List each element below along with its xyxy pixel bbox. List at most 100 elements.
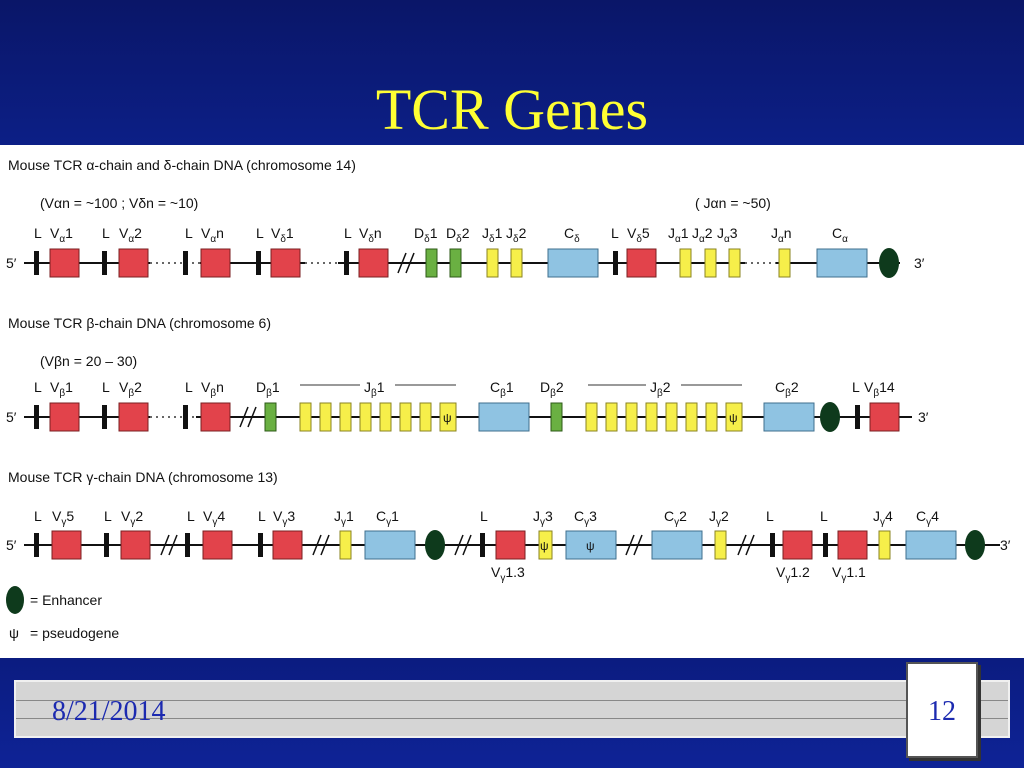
leader-segment	[183, 251, 188, 275]
svg-text:Jγ2: Jγ2	[709, 508, 729, 528]
svg-text:L: L	[34, 508, 42, 524]
title-band	[0, 0, 1024, 145]
svg-text:Vγ1.2: Vγ1.2	[776, 564, 810, 584]
c-beta2-segment	[763, 402, 815, 432]
j-beta-segment	[705, 402, 718, 432]
enhancer-icon	[820, 402, 840, 432]
j-beta-segment	[359, 402, 372, 432]
leader-segment	[34, 533, 39, 557]
gamma-heading: Mouse TCR γ-chain DNA (chromosome 13)	[8, 469, 278, 485]
svg-text:Vβn: Vβn	[201, 379, 224, 399]
j-gamma1-segment	[339, 530, 352, 560]
legend-enhancer: = Enhancer	[30, 592, 102, 608]
j-beta-segment	[665, 402, 678, 432]
d-delta2-segment	[449, 248, 462, 278]
svg-text:Cγ4: Cγ4	[916, 508, 939, 528]
v-beta14-segment	[869, 402, 900, 432]
svg-text:Jα2: Jα2	[692, 225, 713, 245]
v-gamma1-1-segment	[837, 530, 868, 560]
svg-text:Cγ3: Cγ3	[574, 508, 597, 528]
svg-text:L: L	[185, 379, 193, 395]
alpha-delta-note-left: (Vαn = ~100 ; Vδn = ~10)	[40, 195, 198, 211]
svg-text:Vγ3: Vγ3	[273, 508, 295, 528]
enhancer-icon	[879, 248, 899, 278]
v-gamma1-2-segment	[782, 530, 813, 560]
leader-segment	[823, 533, 828, 557]
svg-text:Jα3: Jα3	[717, 225, 738, 245]
svg-text:Jγ4: Jγ4	[873, 508, 893, 528]
svg-text:L: L	[187, 508, 195, 524]
j-gamma3-pseudogene-segment	[538, 530, 553, 560]
j-alpha1-segment	[679, 248, 692, 278]
footer-bar	[14, 680, 1010, 738]
j-alpha-n-segment	[778, 248, 791, 278]
leader-segment	[34, 405, 39, 429]
j-beta-segment	[399, 402, 412, 432]
svg-text:L: L	[102, 225, 110, 241]
svg-text:Vα1: Vα1	[50, 225, 73, 245]
svg-text:Vα2: Vα2	[119, 225, 142, 245]
leader-segment	[855, 405, 860, 429]
v-alpha2-segment	[118, 248, 149, 278]
v-beta1-segment	[49, 402, 80, 432]
svg-text:L: L	[611, 225, 619, 241]
svg-text:L: L	[185, 225, 193, 241]
v-gamma5-segment	[51, 530, 82, 560]
enhancer-icon	[965, 530, 985, 560]
svg-text:Vδ1: Vδ1	[271, 225, 294, 245]
leader-segment	[770, 533, 775, 557]
leader-segment	[258, 533, 263, 557]
beta-3prime-label: 3′	[918, 409, 929, 425]
svg-text:Dδ1: Dδ1	[414, 225, 438, 245]
alpha-delta-note-right: ( Jαn = ~50)	[695, 195, 771, 211]
svg-text:Vγ2: Vγ2	[121, 508, 143, 528]
j-gamma4-segment	[878, 530, 891, 560]
v-gamma2-segment	[120, 530, 151, 560]
leader-segment	[104, 533, 109, 557]
svg-text:Cδ: Cδ	[564, 225, 580, 245]
j-beta-segment	[605, 402, 618, 432]
svg-text:L: L	[102, 379, 110, 395]
svg-text:Vβ14: Vβ14	[864, 379, 895, 399]
c-delta-segment	[547, 248, 599, 278]
j-beta-pseudogene-segment	[725, 402, 743, 432]
svg-text:Vγ1.3: Vγ1.3	[491, 564, 525, 584]
tcr-gene-figure: Mouse TCR α-chain and δ-chain DNA (chrom…	[0, 145, 1024, 658]
leader-segment	[185, 533, 190, 557]
svg-text:Jγ1: Jγ1	[334, 508, 354, 528]
d-delta1-segment	[425, 248, 438, 278]
beta-heading: Mouse TCR β-chain DNA (chromosome 6)	[8, 315, 271, 331]
gamma-5prime-label: 5′	[6, 537, 17, 553]
v-beta2-segment	[118, 402, 149, 432]
enhancer-legend-icon	[6, 586, 24, 614]
beta-note-left: (Vβn = 20 – 30)	[40, 353, 137, 369]
pseudogene-legend-icon: ψ	[9, 625, 19, 641]
svg-text:L: L	[480, 508, 488, 524]
pseudogene-icon: ψ	[443, 411, 452, 425]
svg-text:Dδ2: Dδ2	[446, 225, 470, 245]
svg-text:L: L	[104, 508, 112, 524]
svg-text:L: L	[852, 379, 860, 395]
leader-segment	[183, 405, 188, 429]
svg-text:L: L	[820, 508, 828, 524]
leader-segment	[344, 251, 349, 275]
svg-text:L: L	[344, 225, 352, 241]
d-beta1-segment	[264, 402, 277, 432]
v-delta-n-segment	[358, 248, 389, 278]
pseudogene-icon: ψ	[540, 539, 549, 553]
c-beta1-segment	[478, 402, 530, 432]
tcr-gene-diagram: Mouse TCR α-chain and δ-chain DNA (chrom…	[6, 157, 1011, 641]
v-alpha-n-segment	[200, 248, 231, 278]
j-beta1-cluster: ψ	[299, 402, 457, 432]
svg-text:Dβ2: Dβ2	[540, 379, 564, 399]
svg-text:Vδ5: Vδ5	[627, 225, 650, 245]
v-delta1-segment	[270, 248, 301, 278]
c-gamma1-segment	[364, 530, 416, 560]
svg-text:Cγ2: Cγ2	[664, 508, 687, 528]
leader-segment	[480, 533, 485, 557]
c-gamma3-pseudogene-segment	[565, 530, 617, 560]
d-beta2-segment	[550, 402, 563, 432]
svg-text:Vγ5: Vγ5	[52, 508, 74, 528]
svg-text:Vγ1.1: Vγ1.1	[832, 564, 866, 584]
c-gamma2-segment	[651, 530, 703, 560]
